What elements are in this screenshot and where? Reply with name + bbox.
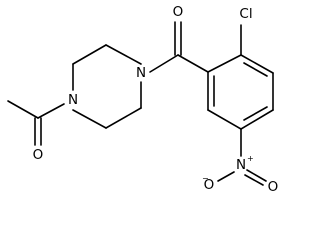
charge-plus: + [247,154,254,163]
bond-carbonyl-ring [177,54,209,73]
bond-ring-c4-c5 [240,109,274,130]
bond-pip-c3-c4 [105,107,142,129]
atom-n-acetyl: N [68,92,78,108]
bond-nitro-o-left [217,171,235,182]
atom-n-amide: N [136,65,146,81]
bond-ring-c5-c6 [207,109,242,130]
bond-ring-c3-c3-inner [243,62,268,77]
atom-o-nitro-right: O [268,179,279,195]
bond-ring-c2-c3 [240,54,274,74]
atom-o-nitro-left: O [204,177,215,193]
atom-chlorine: Cl [239,6,252,22]
bond-pip-n4-c3 [72,109,107,129]
bond-carbonyl-n [149,54,179,73]
bond-ring-c1-c2 [207,54,242,73]
atom-o-acetyl: O [33,147,44,163]
bond-nitro-o-right-1 [246,169,267,182]
charge-minus: − [202,174,209,183]
bond-pip-n1-c1 [105,44,142,65]
atom-n-nitro: N [236,157,246,173]
atom-o-ketone: O [173,4,184,20]
molecule-structure: O N N O Cl N + O − O [7,4,279,195]
bond-ring-c4-c5-inner [243,106,268,121]
bonds [7,21,274,186]
bond-n4-acetyl-c [37,103,65,119]
bond-pip-c1-c2 [72,44,107,65]
bond-acetyl-methyl [7,100,39,119]
atom-labels: O N N O Cl N + O − O [33,4,279,195]
bond-nitro-o-right-2 [244,174,264,186]
